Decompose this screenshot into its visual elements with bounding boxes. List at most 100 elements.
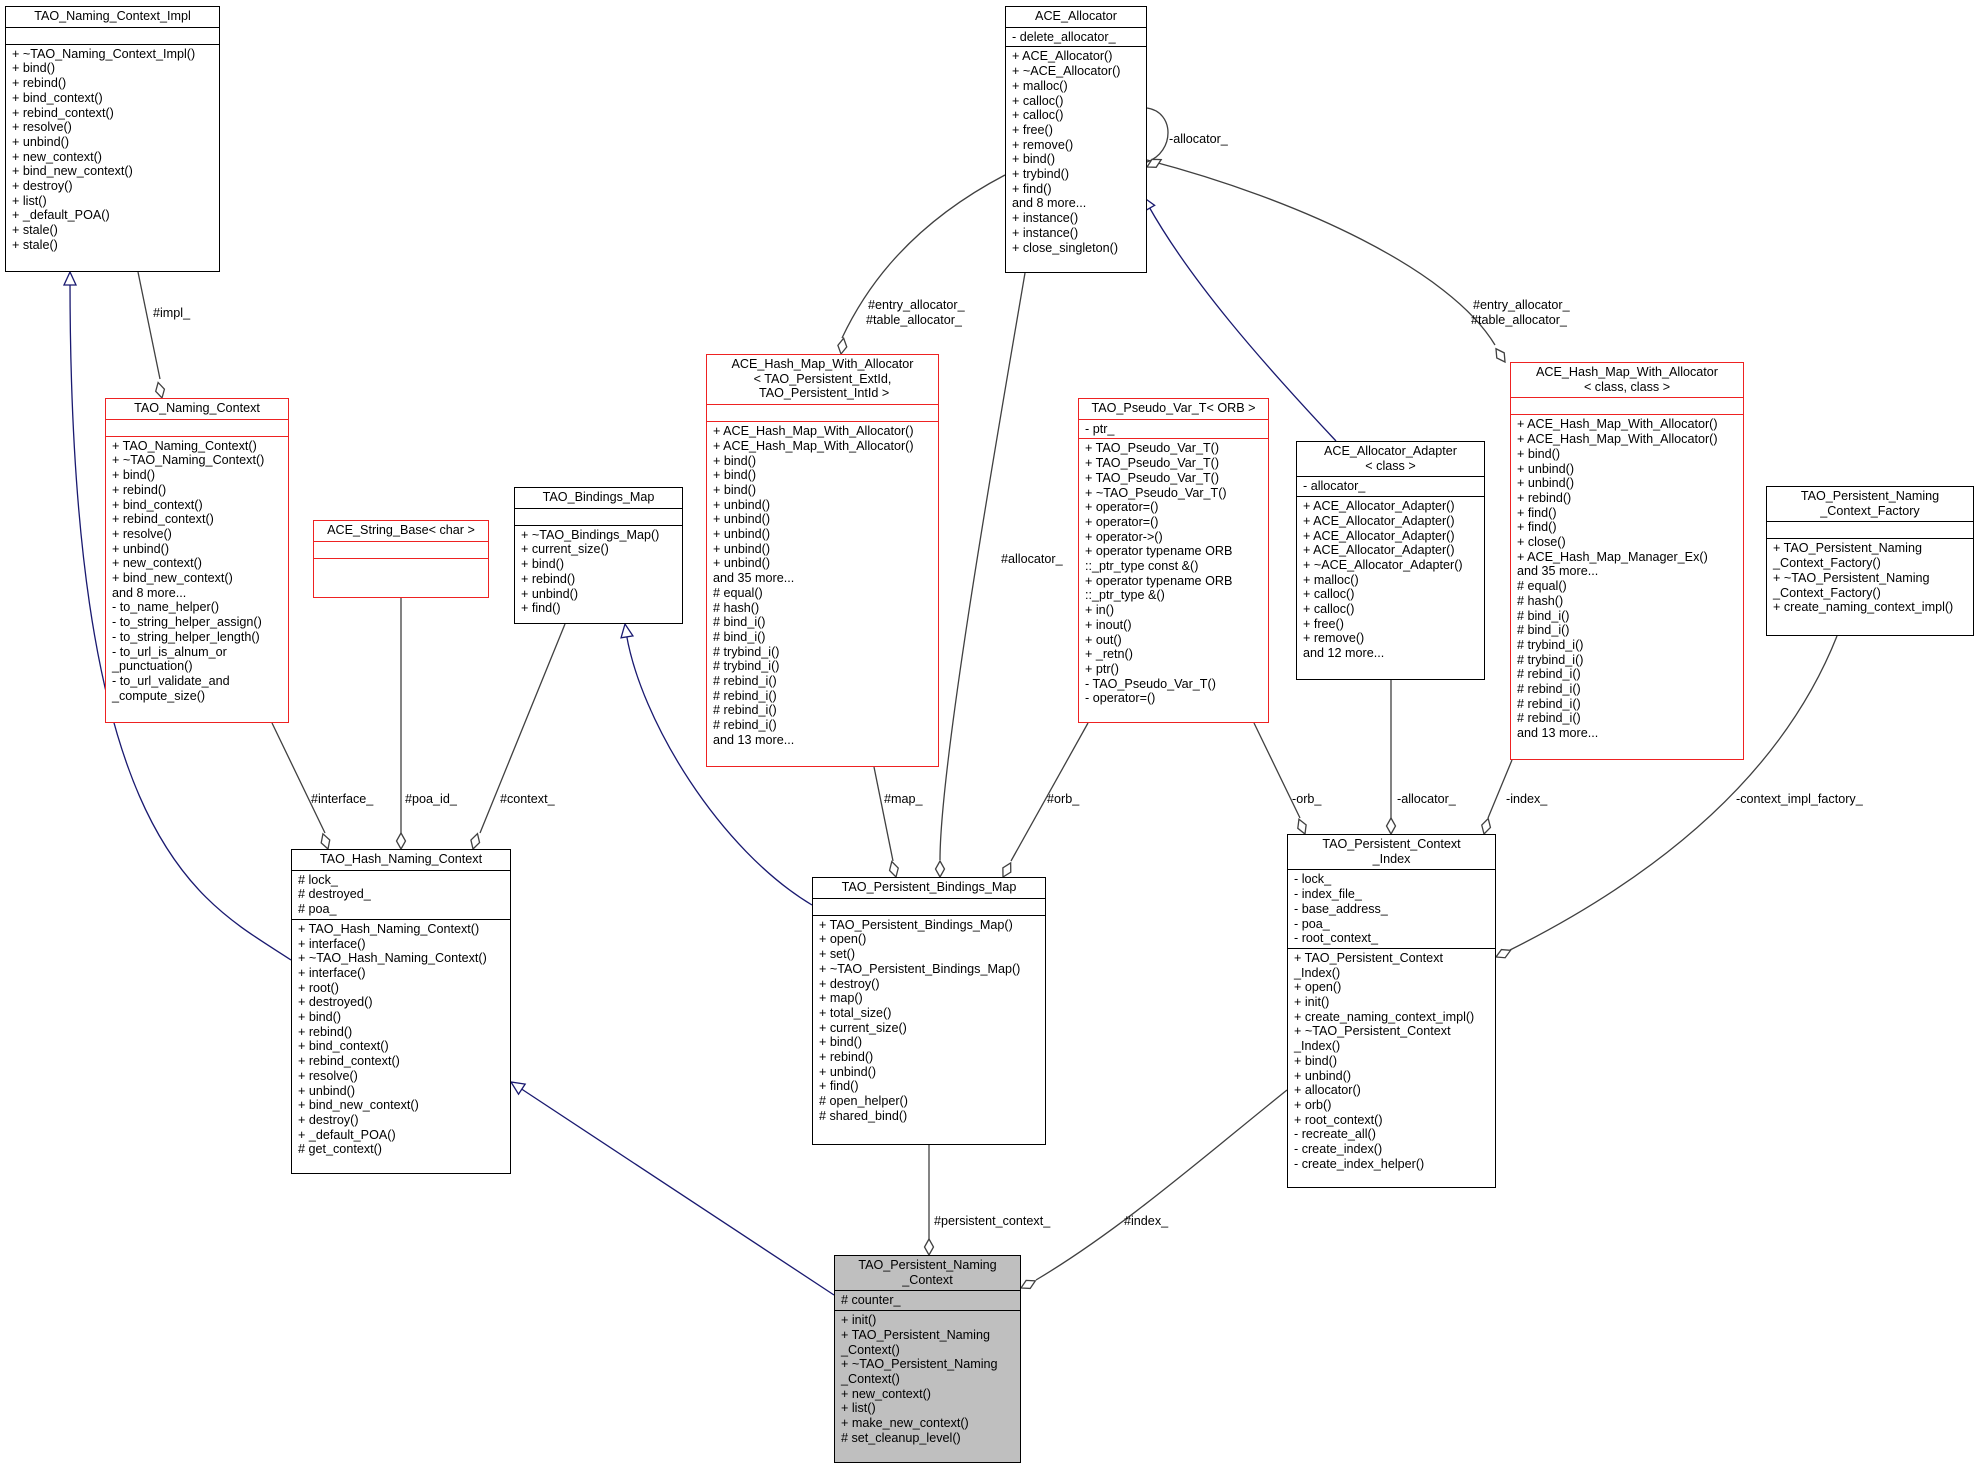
class-allocator-adapter[interactable]: ACE_Allocator_Adapter< class >- allocato… (1296, 441, 1485, 680)
operation-item: + unbind() (713, 497, 771, 512)
association-edge-orb-private (1253, 722, 1301, 819)
operation-item: + bind_new_context() (12, 164, 133, 179)
operation-item: + in() (1085, 603, 1115, 618)
class-persistent-naming-context[interactable]: TAO_Persistent_Naming_Context# counter_+… (834, 1255, 1021, 1463)
operation-item: + ~ACE_Allocator() (1012, 64, 1121, 79)
class-title-line: ACE_Hash_Map_With_Allocator (1536, 365, 1718, 379)
operation-item: _Context() (841, 1342, 900, 1357)
operation-item: + close_singleton() (1012, 240, 1119, 255)
class-bindings-map[interactable]: TAO_Bindings_Map+ ~TAO_Bindings_Map()+ c… (514, 487, 683, 624)
operation-item: # rebind_i() (713, 688, 777, 703)
operation-item: _compute_size() (112, 688, 206, 703)
operation-item: # equal() (1517, 579, 1567, 594)
operation-item: + _retn() (1085, 647, 1133, 662)
class-pseudo-var[interactable]: TAO_Pseudo_Var_T< ORB > - ptr_ + TAO_Pseud… (1078, 398, 1269, 723)
operation-item: + bind_context() (112, 497, 203, 512)
operations-section: + init()+ TAO_Persistent_Naming_Context(… (835, 1310, 1020, 1447)
association-diamond-persistent-context (923, 1237, 935, 1257)
class-title-line: ACE_Allocator (1035, 9, 1117, 23)
operation-item: # rebind_i() (1517, 696, 1581, 711)
operation-item: + list() (12, 193, 47, 208)
operations-section: + TAO_Persistent_Bindings_Map()+ open()+… (813, 914, 1045, 1126)
operation-item: + unbind() (112, 541, 170, 556)
operation-item: + map() (819, 991, 863, 1006)
class-title: TAO_Persistent_Bindings_Map (813, 878, 1045, 898)
attribute-item: - allocator_ (1303, 479, 1366, 494)
attribute-item: # lock_ (298, 872, 338, 887)
operation-item: + unbind() (713, 512, 771, 527)
inheritance-edge-hash-to-impl (69, 279, 292, 961)
operation-item: + inout() (1085, 617, 1132, 632)
class-title-line: TAO_Bindings_Map (542, 490, 655, 504)
edge-label-orb-private: -orb_ (1292, 792, 1322, 806)
operation-item: _punctuation() (112, 659, 193, 674)
class-naming-context-factory[interactable]: TAO_Persistent_Naming_Context_Factory+ T… (1766, 486, 1974, 636)
class-naming-context[interactable]: TAO_Naming_Context + TAO_Naming_Context()… (105, 398, 289, 723)
edge-label-entry-allocator-left: #entry_allocator_ (868, 298, 965, 312)
class-naming-context-impl[interactable]: TAO_Naming_Context_Impl+ ~TAO_Naming_Con… (5, 6, 220, 272)
operation-item: + interface() (298, 965, 366, 980)
attributes-section: - ptr_ (1079, 418, 1268, 439)
class-ace-allocator[interactable]: ACE_Allocator - delete_allocator_ + ACE_Al… (1005, 6, 1147, 273)
class-persistent-context-index[interactable]: TAO_Persistent_Context_Index- lock_- ind… (1287, 834, 1496, 1188)
operation-item: + operator typename ORB (1085, 544, 1233, 559)
attributes-section: - allocator_ (1297, 476, 1484, 496)
operation-item: _Index() (1294, 1039, 1341, 1054)
operation-item: + ~TAO_Persistent_Naming (1773, 570, 1930, 585)
operation-item: - operator=() (1085, 691, 1156, 706)
class-title-line: TAO_Pseudo_Var_T< ORB > (1091, 401, 1256, 415)
operations-section: + ACE_Allocator()+ ~ACE_Allocator()+ mal… (1006, 46, 1146, 257)
inheritance-edge-persistent-to-hash (519, 1087, 835, 1296)
attributes-section (707, 404, 938, 421)
operation-item: # trybind_i() (1517, 637, 1584, 652)
class-hash-naming-context[interactable]: TAO_Hash_Naming_Context# lock_# destroye… (291, 849, 511, 1174)
operation-item: - TAO_Pseudo_Var_T() (1085, 676, 1216, 691)
operation-item: + rebind() (819, 1050, 874, 1065)
operation-item: + bind() (1012, 152, 1056, 167)
operation-item: + interface() (298, 936, 366, 951)
operation-item: + rebind() (1517, 490, 1572, 505)
class-hash-map-class[interactable]: ACE_Hash_Map_With_Allocator< class, clas… (1510, 362, 1744, 760)
class-title: ACE_String_Base< char > (314, 521, 488, 541)
attribute-item: - delete_allocator_ (1012, 29, 1116, 44)
class-persistent-bindings-map[interactable]: TAO_Persistent_Bindings_Map + TAO_Persist… (812, 877, 1046, 1145)
operation-item: + resolve() (298, 1068, 358, 1083)
operation-item: + rebind() (298, 1024, 353, 1039)
class-hash-map-persistent[interactable]: ACE_Hash_Map_With_Allocator< TAO_Persist… (706, 354, 939, 767)
operation-item: + ptr() (1085, 661, 1119, 676)
operation-item: + init() (841, 1313, 877, 1328)
operation-item: _Index() (1294, 965, 1341, 980)
operation-item: + TAO_Naming_Context() (112, 438, 257, 453)
operation-item: - to_name_helper() (112, 600, 220, 615)
operation-item: + unbind() (298, 1083, 356, 1098)
operation-item: + ~TAO_Hash_Naming_Context() (298, 951, 487, 966)
operation-item: + instance() (1012, 225, 1079, 240)
edge-label-entry-allocator-right: #entry_allocator_ (1473, 298, 1570, 312)
operation-item: - to_url_is_alnum_or (112, 644, 227, 659)
operation-item: - to_url_validate_and (112, 673, 230, 688)
class-title-line: TAO_Naming_Context (134, 401, 260, 415)
operation-item: + operator->() (1085, 529, 1163, 544)
operation-item: + root_context() (1294, 1112, 1383, 1127)
operation-item: and 13 more... (1517, 726, 1599, 741)
operation-item: # trybind_i() (1517, 652, 1584, 667)
edge-label-map: #map_ (884, 792, 923, 806)
attribute-item: - lock_ (1294, 872, 1332, 887)
class-title: TAO_Hash_Naming_Context (292, 850, 510, 870)
association-diamond-poa-id (395, 831, 407, 851)
operation-item: + bind() (112, 468, 156, 483)
operation-item: + make_new_context() (841, 1416, 969, 1431)
attributes-section (6, 26, 219, 44)
association-diamond-map (888, 860, 899, 879)
class-string-base[interactable]: ACE_String_Base< char > (313, 520, 489, 598)
operation-item: + set() (819, 947, 856, 962)
attribute-item: - root_context_ (1294, 931, 1379, 946)
operation-item: + unbind() (819, 1064, 877, 1079)
inheritance-edge-pbm-to-bindings (625, 631, 813, 906)
operations-section: + ACE_Hash_Map_With_Allocator()+ ACE_Has… (707, 421, 938, 749)
attributes-section (515, 507, 682, 525)
operation-item: + ACE_Hash_Map_With_Allocator() (1517, 432, 1718, 447)
operation-item: + TAO_Pseudo_Var_T() (1085, 456, 1220, 471)
attributes-section: # lock_# destroyed_# poa_ (292, 869, 510, 919)
operation-item: # rebind_i() (713, 674, 777, 689)
